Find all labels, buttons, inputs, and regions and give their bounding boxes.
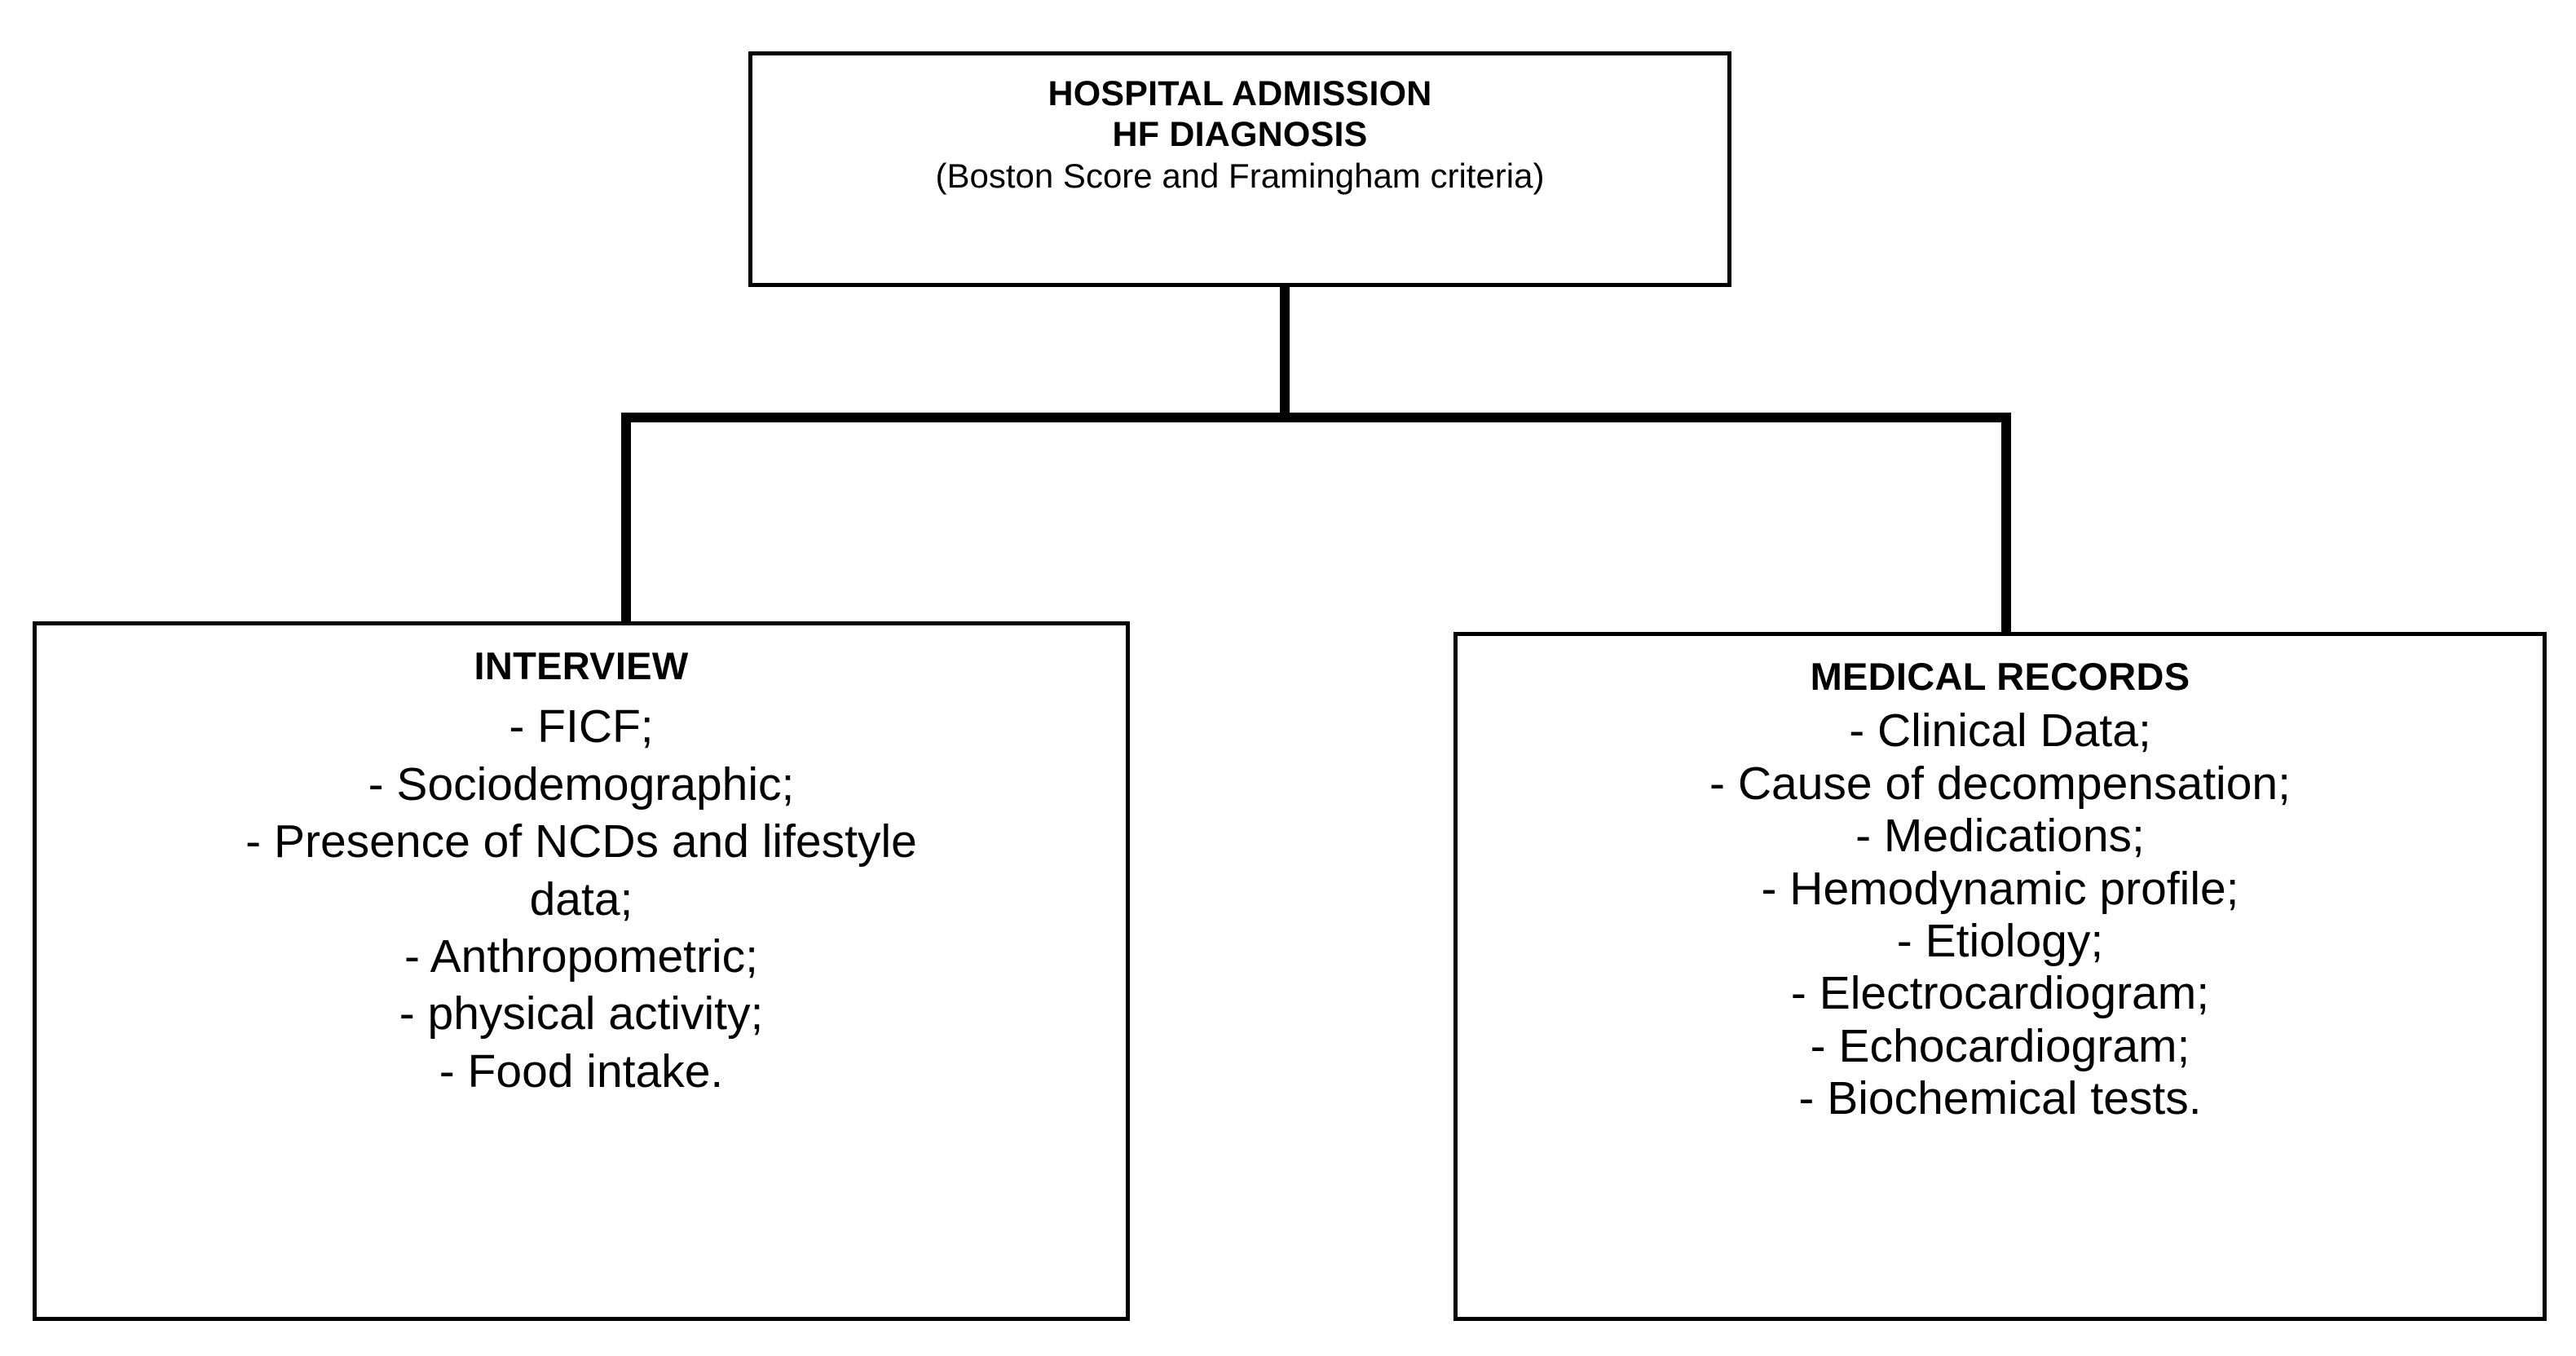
hospital-admission-line-1: HOSPITAL ADMISSION xyxy=(1048,74,1432,113)
list-item: - physical activity; xyxy=(399,987,764,1040)
list-item: - Food intake. xyxy=(439,1045,724,1098)
node-hospital-admission: HOSPITAL ADMISSION HF DIAGNOSIS (Boston … xyxy=(748,51,1731,287)
list-item: - Biochemical tests. xyxy=(1798,1072,2202,1125)
list-item: data; xyxy=(529,872,633,925)
list-item: - Presence of NCDs and lifestyle xyxy=(245,815,917,868)
connector-stem-vertical xyxy=(1280,285,1290,421)
medical-records-item-list: - Clinical Data; - Cause of decompensati… xyxy=(1458,705,2543,1124)
list-item: - Cause of decompensation; xyxy=(1709,757,2291,810)
connector-drop-left xyxy=(621,413,631,626)
connector-horizontal-bar xyxy=(621,413,2011,422)
list-item: - Electrocardiogram; xyxy=(1790,967,2210,1020)
medical-records-title: MEDICAL RECORDS xyxy=(1810,655,2190,698)
list-item: - Anthropometric; xyxy=(404,930,758,983)
hospital-admission-line-3: (Boston Score and Framingham criteria) xyxy=(935,156,1545,195)
list-item: - Hemodynamic profile; xyxy=(1761,862,2239,915)
interview-item-list: - FICF; - Sociodemographic; - Presence o… xyxy=(37,700,1126,1098)
connector-drop-right xyxy=(2001,413,2011,638)
node-interview: INTERVIEW - FICF; - Sociodemographic; - … xyxy=(33,621,1130,1321)
interview-title: INTERVIEW xyxy=(474,644,689,687)
list-item: - Sociodemographic; xyxy=(368,758,795,811)
list-item: - FICF; xyxy=(509,700,654,753)
hospital-admission-line-2: HF DIAGNOSIS xyxy=(1112,115,1368,155)
list-item: - Clinical Data; xyxy=(1849,705,2151,758)
list-item: - Medications; xyxy=(1855,810,2145,863)
node-medical-records: MEDICAL RECORDS - Clinical Data; - Cause… xyxy=(1453,632,2547,1321)
list-item: - Etiology; xyxy=(1896,915,2104,968)
list-item: - Echocardiogram; xyxy=(1810,1019,2190,1072)
